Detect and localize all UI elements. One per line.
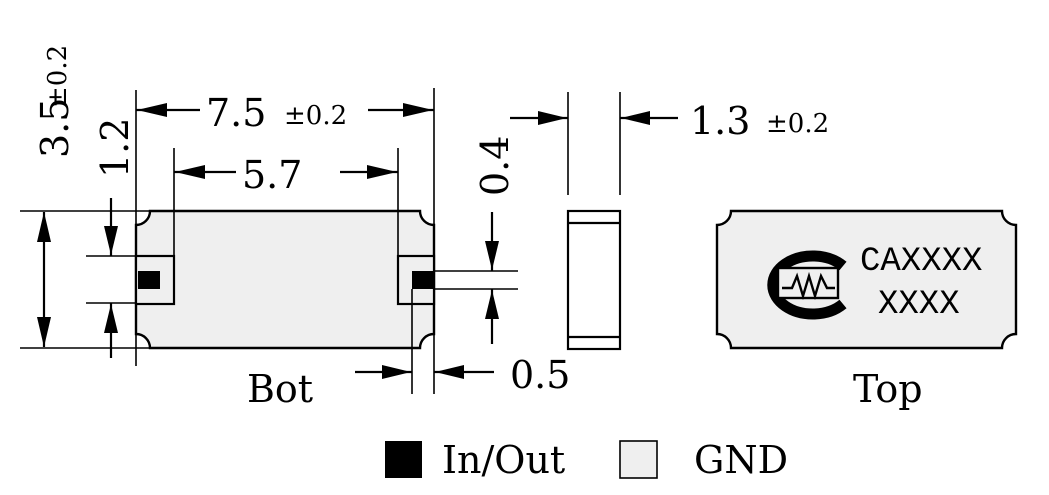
dim-pad-height-value: 1.2 bbox=[93, 118, 137, 178]
dim-width-total-value: 7.5 bbox=[206, 91, 266, 135]
top-view: CAXXXX XXXX bbox=[715, 209, 1018, 350]
dim-width-total-tol: ±0.2 bbox=[284, 101, 347, 131]
legend: In/Out GND bbox=[385, 438, 788, 482]
right-pad-inout-mark bbox=[412, 271, 434, 289]
bottom-view-label: Bot bbox=[247, 367, 313, 411]
legend-inout-label: In/Out bbox=[442, 438, 565, 482]
side-view-body bbox=[566, 209, 622, 351]
dim-pad-height: 1.2 bbox=[86, 118, 137, 358]
dim-pad-width-value: 0.5 bbox=[510, 353, 570, 397]
manufacturer-logo-icon bbox=[767, 250, 847, 320]
dim-thickness-value: 1.3 bbox=[690, 99, 750, 143]
dim-height-total-tol: ±0.2 bbox=[43, 45, 73, 108]
top-marking-line1: CAXXXX bbox=[860, 243, 982, 281]
dim-pad-gap-value: 0.4 bbox=[473, 136, 517, 196]
dim-thickness-tol: ±0.2 bbox=[766, 109, 829, 139]
legend-inout-swatch bbox=[385, 441, 422, 478]
bottom-view bbox=[134, 88, 436, 394]
side-view: 1.3 ±0.2 bbox=[510, 92, 829, 351]
dim-pad-width: 0.5 bbox=[355, 353, 570, 397]
dim-width-inner: 5.7 bbox=[174, 153, 398, 197]
dim-height-total: 3.5 ±0.2 bbox=[20, 45, 150, 349]
dim-width-inner-value: 5.7 bbox=[242, 153, 302, 197]
left-pad-inout-mark bbox=[138, 271, 160, 289]
dim-pad-gap: 0.4 bbox=[434, 136, 518, 344]
dim-width-total: 7.5 ±0.2 bbox=[136, 91, 434, 135]
bottom-view-body bbox=[134, 209, 436, 350]
legend-gnd-label: GND bbox=[694, 438, 788, 482]
top-view-label: Top bbox=[853, 367, 923, 411]
dim-height-total-value: 3.5 bbox=[33, 98, 77, 158]
top-marking-line2: XXXX bbox=[878, 286, 960, 324]
legend-gnd-swatch bbox=[619, 440, 658, 479]
